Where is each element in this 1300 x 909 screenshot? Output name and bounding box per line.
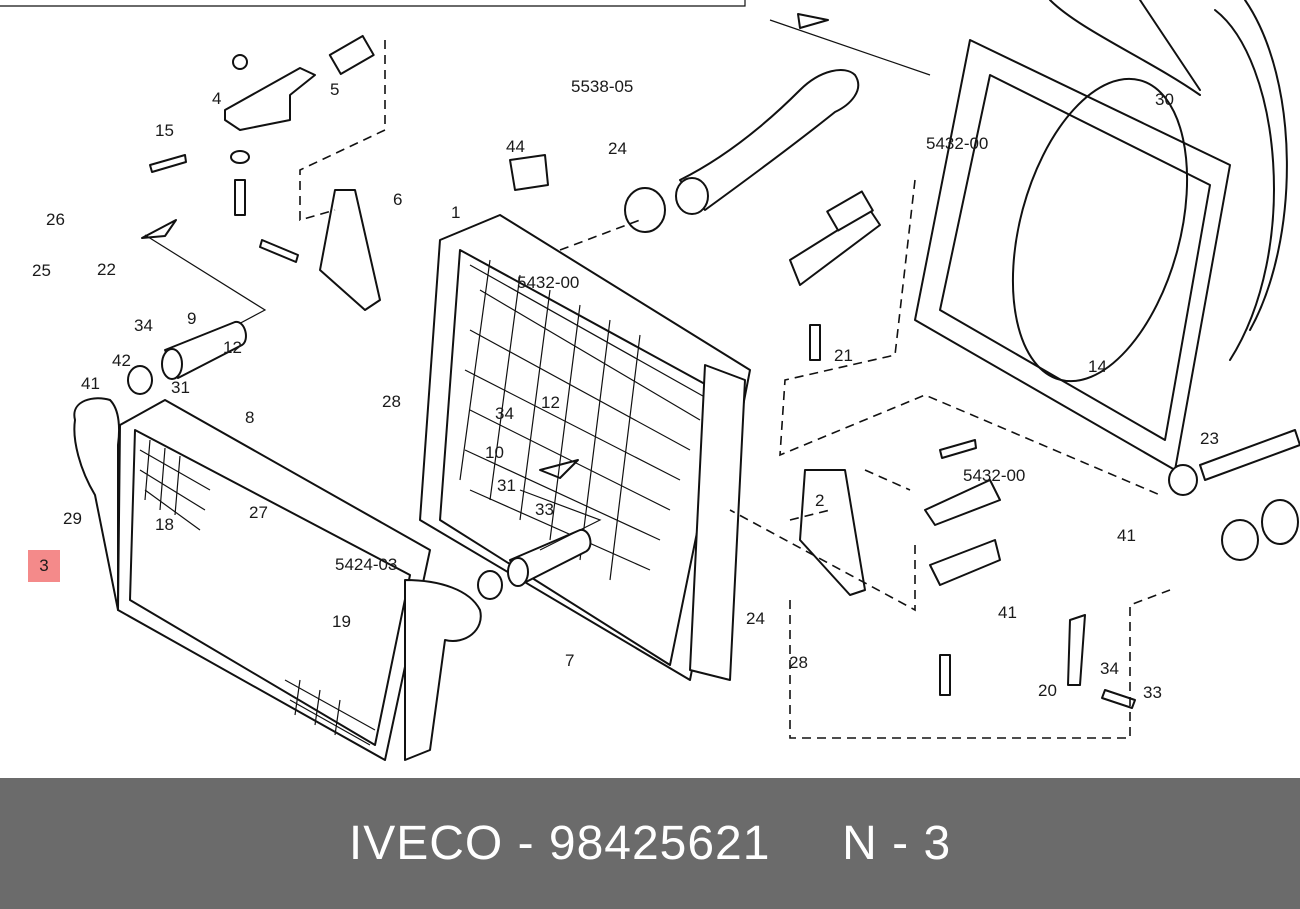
part-callout: 34	[1100, 659, 1119, 678]
part-callout: 31	[171, 378, 190, 397]
part-callout: 5	[330, 80, 339, 99]
part-callout: 24	[746, 609, 765, 628]
part-callout: 41	[998, 603, 1017, 622]
part-callout: 14	[1088, 357, 1107, 376]
upper-hose-part[interactable]	[675, 69, 860, 215]
leader-line	[769, 19, 931, 76]
part-callout: 31	[497, 476, 516, 495]
part-callout: 20	[1038, 681, 1057, 700]
part-callout: 41	[1117, 526, 1136, 545]
part-callout: 28	[382, 392, 401, 411]
part-callout: 7	[565, 651, 574, 670]
part-callout: 44	[506, 137, 525, 156]
group-code-label: 5538-05	[571, 77, 633, 96]
part-callout: 19	[332, 612, 351, 631]
highlighted-part-callout[interactable]: 3	[28, 550, 60, 582]
pipe-clamp-parts[interactable]	[127, 154, 666, 600]
group-outline	[559, 219, 641, 251]
mounting-bracket-parts[interactable]	[789, 190, 1300, 709]
group-code-label: 5424-03	[335, 555, 397, 574]
group-outline	[789, 589, 1171, 739]
part-callouts: 4 5 15 26 25 22 6 44 24 1 34 9 12 42 41 …	[32, 80, 1219, 702]
part-callout: 25	[32, 261, 51, 280]
part-callout: 4	[212, 89, 221, 108]
part-callout: 28	[789, 653, 808, 672]
bracket-parts[interactable]	[149, 34, 381, 311]
part-callout: 1	[451, 203, 460, 222]
group-outline	[729, 469, 916, 612]
part-callout: 6	[393, 190, 402, 209]
radiator-part[interactable]	[419, 214, 751, 681]
leader-line	[519, 489, 602, 551]
part-callout: 22	[97, 260, 116, 279]
leader-line	[144, 234, 267, 351]
group-code-label: 5432-00	[517, 273, 579, 292]
part-callout: 41	[81, 374, 100, 393]
part-callout: 23	[1200, 429, 1219, 448]
part-callout: 18	[155, 515, 174, 534]
part-callout: 33	[1143, 683, 1162, 702]
diagram-svg: 5538-05 5432-00 5432-00 5432-00 5424-03 …	[0, 0, 1300, 761]
part-callout: 33	[535, 500, 554, 519]
part-callout: 21	[834, 346, 853, 365]
part-callout: 15	[155, 121, 174, 140]
part-callout: 8	[245, 408, 254, 427]
part-callout: 9	[187, 309, 196, 328]
group-code-labels: 5538-05 5432-00 5432-00 5432-00 5424-03	[335, 77, 1025, 574]
group-code-label: 5432-00	[963, 466, 1025, 485]
part-callout: 34	[134, 316, 153, 335]
footer-bar: IVECO - 98425621 N - 3	[0, 778, 1300, 909]
direction-arrow	[797, 13, 829, 29]
part-callout: 34	[495, 404, 514, 423]
footer-part-number: IVECO - 98425621 N - 3	[348, 817, 952, 870]
part-callout: 27	[249, 503, 268, 522]
direction-arrow	[539, 459, 579, 479]
exploded-parts-drawing: 5538-05 5432-00 5432-00 5432-00 5424-03 …	[0, 0, 1300, 761]
part-callout: 12	[541, 393, 560, 412]
part-callout: 29	[63, 509, 82, 528]
intercooler-part[interactable]	[73, 397, 482, 761]
part-callout: 2	[815, 491, 824, 510]
group-code-label: 5432-00	[926, 134, 988, 153]
frame-edge	[0, 0, 746, 7]
direction-arrow	[141, 219, 177, 239]
group-outline	[299, 40, 386, 222]
group-outline	[779, 179, 1161, 496]
part-callout: 24	[608, 139, 627, 158]
part-callout: 10	[485, 443, 504, 462]
part-callout: 12	[223, 338, 242, 357]
part-callout: 26	[46, 210, 65, 229]
fan-shroud-part[interactable]	[914, 0, 1288, 471]
part-callout: 42	[112, 351, 131, 370]
part-callout: 30	[1155, 90, 1174, 109]
